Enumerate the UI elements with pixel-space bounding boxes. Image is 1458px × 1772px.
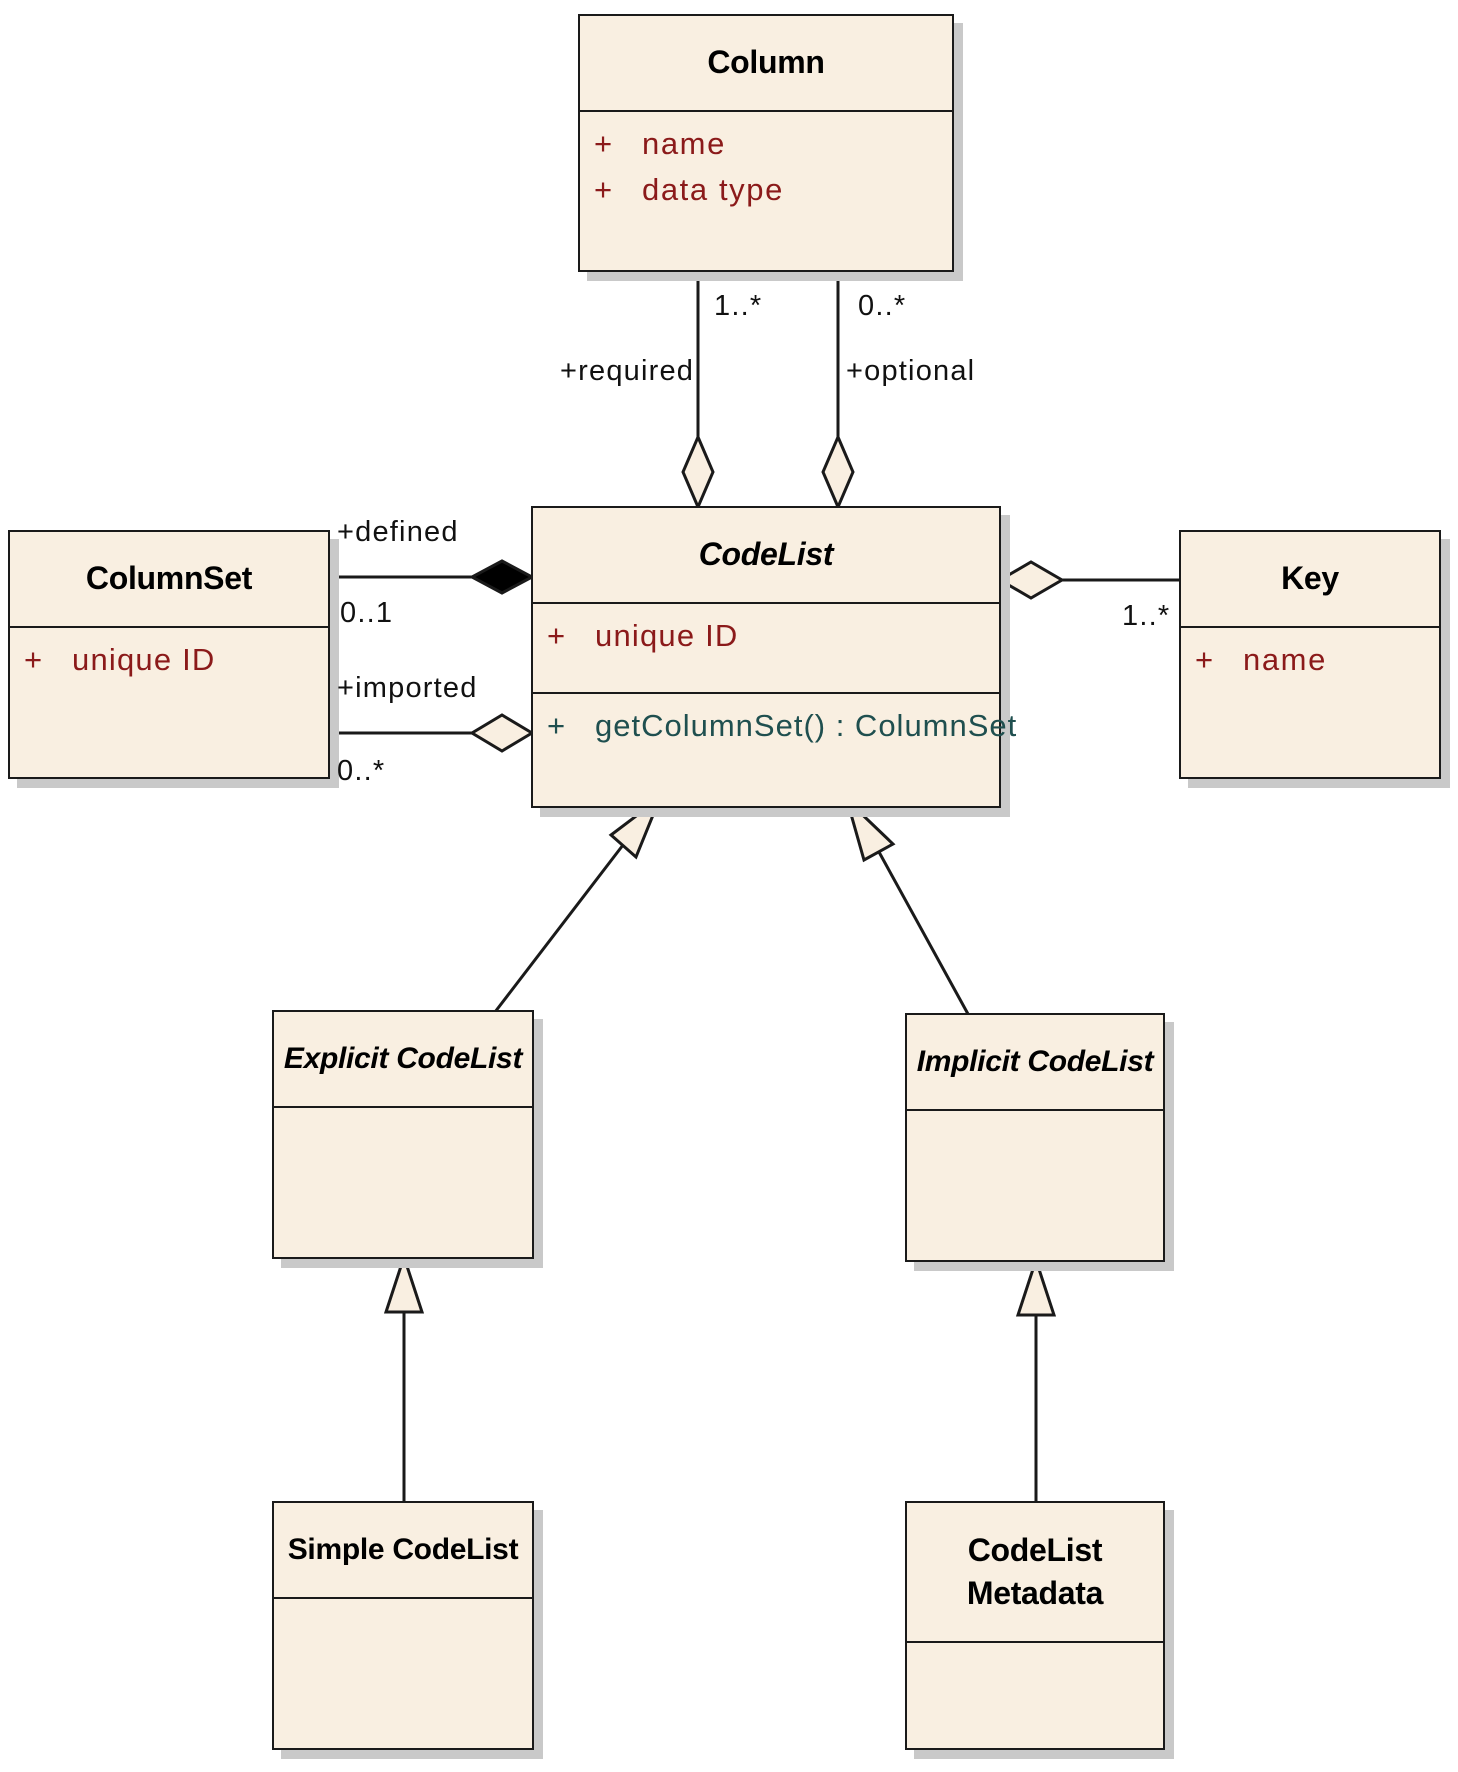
key-attribute-name: +name [1195,642,1327,677]
defined-multiplicity: 0..1 [340,597,394,629]
columnset-class[interactable]: ColumnSet +unique ID [8,530,330,779]
imported-role: +imported [337,672,478,704]
simple-codelist-class[interactable]: Simple CodeList [272,1501,534,1750]
explicit-codelist-class-name: Explicit CodeList [274,1012,532,1108]
codelist-attribute-unique-id: +unique ID [547,618,739,653]
simple-generalization-arrow [383,1252,425,1314]
explicit-codelist-class[interactable]: Explicit CodeList [272,1010,534,1259]
required-aggregation-diamond [681,433,715,511]
implicit-generalization-arrow [844,795,896,863]
simple-codelist-body [274,1599,532,1750]
optional-aggregation-diamond [821,433,855,511]
codelist-metadata-class-name: CodeList Metadata [907,1503,1163,1643]
implicit-codelist-body [907,1111,1163,1262]
codelist-operations: +getColumnSet() : ColumnSet [533,694,1016,808]
simple-codelist-class-name: Simple CodeList [274,1503,532,1599]
implicit-codelist-class-name: Implicit CodeList [907,1015,1163,1111]
required-role: +required [560,355,695,387]
column-attributes: +name +data type [580,112,952,272]
column-class[interactable]: Column +name +data type [578,14,954,272]
codelist-class[interactable]: CodeList +unique ID +getColumnSet() : Co… [531,506,1016,808]
defined-composition-diamond [468,559,536,595]
implicit-codelist-class[interactable]: Implicit CodeList [905,1013,1165,1262]
columnset-attributes: +unique ID [10,628,328,779]
codelist-metadata-body [907,1643,1163,1750]
imported-aggregation-diamond [469,713,535,753]
optional-multiplicity: 0..* [858,290,907,322]
key-multiplicity: 1..* [1122,600,1171,632]
codelist-attributes: +unique ID [533,604,999,694]
columnset-class-name: ColumnSet [10,532,328,628]
required-multiplicity: 1..* [714,290,763,322]
codelist-class-name: CodeList [533,508,999,604]
columnset-attribute-unique-id: +unique ID [24,642,216,677]
codelist-metadata-class[interactable]: CodeList Metadata [905,1501,1165,1750]
explicit-generalization-line [493,844,625,1013]
key-class-name: Key [1181,532,1439,628]
key-attributes: +name [1181,628,1439,779]
optional-role: +optional [846,355,976,387]
column-attribute-name: +name [594,126,726,161]
codelist-metadata-name-line2: Metadata [966,1575,1104,1611]
codelist-operation-getcolumnset: +getColumnSet() : ColumnSet [547,708,1018,743]
implicit-generalization-line [877,851,970,1015]
explicit-generalization-arrow [608,793,664,860]
defined-role: +defined [337,516,459,548]
key-class[interactable]: Key +name [1179,530,1441,779]
key-aggregation-diamond [997,560,1065,600]
imported-multiplicity: 0..* [337,755,386,787]
explicit-codelist-body [274,1108,532,1259]
codelist-metadata-name-line1: CodeList [967,1531,1103,1568]
column-class-name: Column [580,16,952,112]
column-attribute-data-type: +data type [594,172,784,207]
metadata-generalization-arrow [1015,1255,1057,1317]
